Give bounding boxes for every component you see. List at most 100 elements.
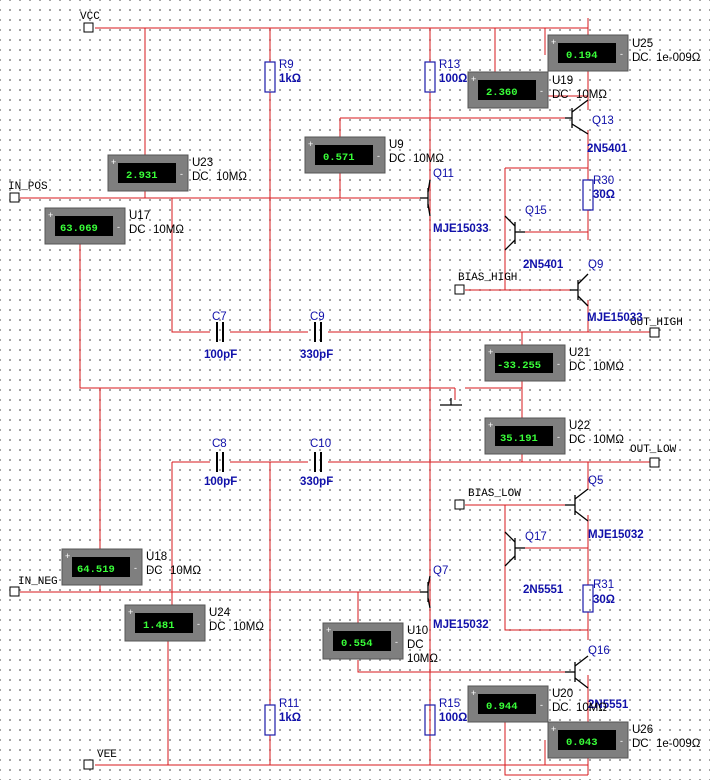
meter-u26[interactable]: 0.043 xyxy=(547,721,629,759)
u19-impedance: 10MΩ xyxy=(576,89,607,101)
net-label-vee: VEE xyxy=(97,749,117,761)
u24-ref: U24 xyxy=(209,607,231,619)
u19-ref: U19 xyxy=(552,75,573,87)
r15-value: 100Ω xyxy=(439,712,467,724)
meter-u19-reading: 2.360 xyxy=(486,87,518,99)
q16-ref: Q16 xyxy=(588,645,610,657)
u22-ref: U22 xyxy=(569,420,590,432)
meter-u10-reading: 0.554 xyxy=(341,638,373,650)
u20-impedance: 10MΩ xyxy=(576,702,607,714)
resistor-bodies xyxy=(264,61,594,736)
c7-value: 100pF xyxy=(204,349,237,361)
r9-value: 1kΩ xyxy=(279,73,301,85)
meter-u17[interactable]: 63.069 xyxy=(44,207,126,245)
r11-value: 1kΩ xyxy=(279,712,301,724)
u17-mode: DC xyxy=(129,224,146,236)
q5-ref: Q5 xyxy=(588,475,603,487)
q11-model: MJE15033 xyxy=(433,223,489,235)
meter-u21-reading: -33.255 xyxy=(497,360,541,372)
u18-impedance: 10MΩ xyxy=(170,565,201,577)
r13-value: 100Ω xyxy=(439,73,467,85)
r31-value: 30Ω xyxy=(593,594,615,606)
q15-ref: Q15 xyxy=(525,205,547,217)
r11-ref: R11 xyxy=(279,698,299,710)
u25-ref: U25 xyxy=(632,38,653,50)
u20-mode: DC xyxy=(552,702,569,714)
q13-model: 2N5401 xyxy=(587,143,628,155)
u24-impedance: 10MΩ xyxy=(233,621,264,633)
u23-impedance: 10MΩ xyxy=(216,171,247,183)
net-label-out-high: OUT_HIGH xyxy=(630,317,683,329)
net-connectors xyxy=(9,22,660,770)
u22-mode: DC xyxy=(569,434,586,446)
c10-value: 330pF xyxy=(300,476,333,488)
c7-ref: C7 xyxy=(212,311,227,323)
q7-ref: Q7 xyxy=(433,565,448,577)
u9-ref: U9 xyxy=(389,139,404,151)
meter-u9[interactable]: 0.571 xyxy=(304,136,386,174)
meter-u17-reading: 63.069 xyxy=(60,223,98,235)
u21-mode: DC xyxy=(569,361,586,373)
c8-ref: C8 xyxy=(212,438,227,450)
net-label-bias-low: BIAS_LOW xyxy=(468,488,521,500)
u21-ref: U21 xyxy=(569,347,590,359)
transistor-symbols xyxy=(420,99,589,689)
meter-u19[interactable]: 2.360 xyxy=(467,71,549,109)
u17-impedance: 10MΩ xyxy=(153,224,184,236)
meter-u20[interactable]: 0.944 xyxy=(467,685,549,723)
u18-mode: DC xyxy=(146,565,163,577)
u10-ref: U10 xyxy=(407,625,428,637)
meter-u20-reading: 0.944 xyxy=(486,701,518,713)
meter-u18[interactable]: 64.519 xyxy=(61,548,143,586)
r13-ref: R13 xyxy=(439,59,460,71)
u19-mode: DC xyxy=(552,89,569,101)
meter-u22[interactable]: 35.191 xyxy=(484,417,566,455)
u23-ref: U23 xyxy=(192,157,213,169)
u20-ref: U20 xyxy=(552,688,573,700)
q17-ref: Q17 xyxy=(525,531,547,543)
q11-ref: Q11 xyxy=(433,168,454,180)
meter-u25[interactable]: 0.194 xyxy=(547,34,629,72)
q9-model: MJE15033 xyxy=(587,312,643,324)
u18-ref: U18 xyxy=(146,551,167,563)
c8-value: 100pF xyxy=(204,476,237,488)
r30-value: 30Ω xyxy=(593,189,615,201)
u21-impedance: 10MΩ xyxy=(593,361,624,373)
u10-mode: DC xyxy=(407,639,424,651)
r30-ref: R30 xyxy=(593,175,614,187)
q13-ref: Q13 xyxy=(592,115,614,127)
net-label-in-neg: IN_NEG xyxy=(18,576,58,588)
u9-impedance: 10MΩ xyxy=(413,153,444,165)
meter-u23[interactable]: 2.931 xyxy=(107,154,189,192)
meter-u10[interactable]: 0.554 xyxy=(322,622,404,660)
meter-u26-reading: 0.043 xyxy=(566,737,598,749)
meter-u24-reading: 1.481 xyxy=(143,620,175,632)
meter-u21[interactable]: -33.255 xyxy=(484,344,566,382)
q5-model: MJE15032 xyxy=(588,529,644,541)
meter-u9-reading: 0.571 xyxy=(323,152,355,164)
u23-mode: DC xyxy=(192,171,209,183)
r15-ref: R15 xyxy=(439,698,460,710)
u17-ref: U17 xyxy=(129,210,150,222)
wires xyxy=(20,18,650,776)
ground-symbol xyxy=(440,398,462,406)
r9-ref: R9 xyxy=(279,59,294,71)
q16-model: 2N5551 xyxy=(588,699,629,711)
q15-model: 2N5401 xyxy=(523,259,564,271)
u26-mode: DC xyxy=(632,738,649,750)
meter-u25-reading: 0.194 xyxy=(566,50,598,62)
q7-model: MJE15032 xyxy=(433,619,489,631)
u26-impedance: 1e-009Ω xyxy=(656,738,701,750)
meter-u23-reading: 2.931 xyxy=(126,170,158,182)
meter-u24[interactable]: 1.481 xyxy=(124,604,206,642)
q17-model: 2N5551 xyxy=(523,584,564,596)
u26-ref: U26 xyxy=(632,724,653,736)
u24-mode: DC xyxy=(209,621,226,633)
meter-u22-reading: 35.191 xyxy=(500,433,538,445)
capacitor-plates xyxy=(216,322,322,472)
c9-value: 330pF xyxy=(300,349,333,361)
net-label-bias-high: BIAS_HIGH xyxy=(458,272,517,284)
meter-u18-reading: 64.519 xyxy=(77,564,115,576)
